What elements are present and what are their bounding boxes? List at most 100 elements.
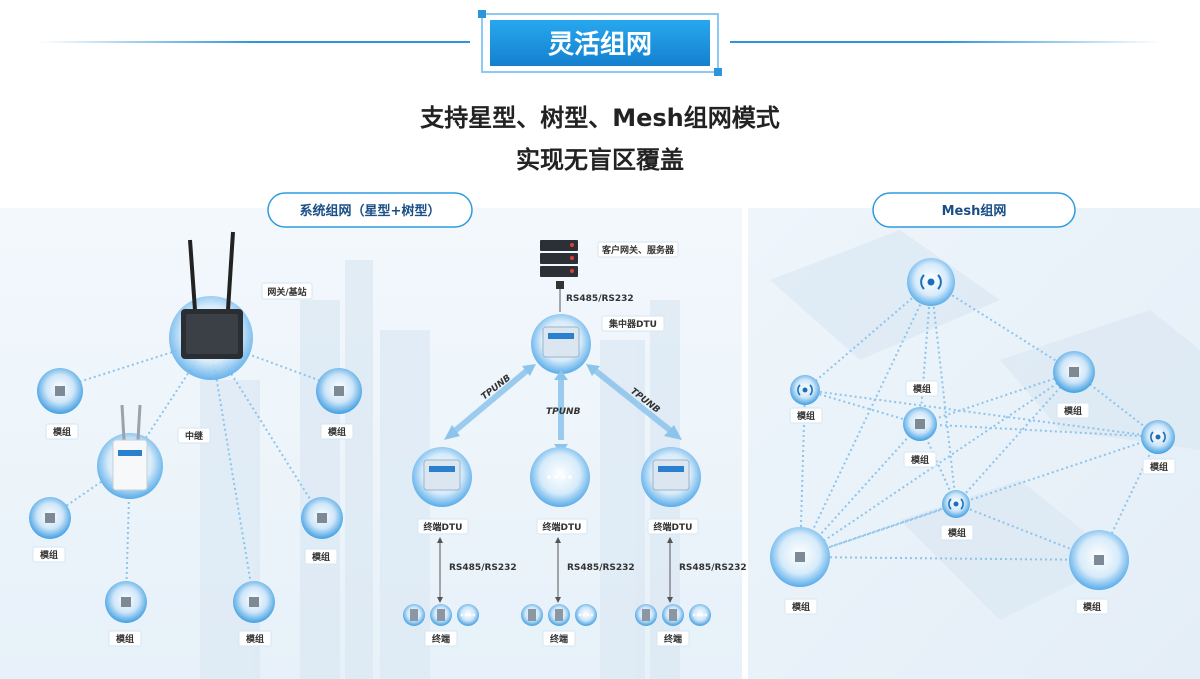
chip-icon (1069, 367, 1079, 377)
concentrator-node (531, 314, 591, 374)
terminal-tag: 终端 (656, 630, 690, 647)
module-node (316, 368, 362, 414)
connector-icon (556, 281, 564, 289)
meter-icon (410, 609, 418, 621)
concentrator-tag: 集中器DTU (601, 315, 665, 332)
wireless-icon (953, 501, 959, 507)
chip-icon (795, 552, 805, 562)
module-node (301, 497, 343, 539)
mesh-node (1141, 420, 1175, 454)
chip-icon (334, 386, 344, 396)
chip-icon (317, 513, 327, 523)
gateway-node (169, 231, 253, 380)
module-tag: 模组 (789, 407, 823, 424)
module-tag: 模组 (320, 423, 354, 440)
terminal-dtu-label: 终端DTU (653, 521, 693, 533)
module-label: 模组 (312, 551, 330, 563)
meter-icon (669, 609, 677, 621)
module-label: 模组 (53, 426, 71, 438)
module-tag: 模组 (903, 451, 937, 468)
module-label: 模组 (1083, 601, 1101, 613)
module-label: 模组 (792, 601, 810, 613)
terminal-dtu-node (530, 447, 590, 507)
module-tag: 模组 (784, 598, 818, 615)
ellipsis-icon (547, 475, 551, 479)
meter-icon (528, 609, 536, 621)
subtitle-line-2: 实现无盲区覆盖 (516, 146, 684, 174)
module-tag: 模组 (1075, 598, 1109, 615)
chip-icon (121, 597, 131, 607)
module-tag: 模组 (940, 524, 974, 541)
relay-node (97, 404, 163, 499)
terminal-label: 终端 (549, 633, 568, 645)
left-section-pill: 系统组网（星型+树型） (267, 192, 473, 228)
dtu-device-icon (423, 459, 461, 491)
terminal-link-arrows (437, 537, 673, 603)
gateway-label: 网关/基站 (267, 286, 306, 298)
terminal-group-3 (635, 604, 711, 626)
module-node (37, 368, 83, 414)
meter-icon (555, 609, 563, 621)
terminal-links (439, 540, 671, 600)
terminal-tag: 终端 (424, 630, 458, 647)
mesh-node (770, 527, 830, 587)
gateway-tag: 网关/基站 (261, 282, 313, 300)
terminal-link-label: RS485/RS232 (679, 563, 747, 573)
mesh-links (799, 281, 1159, 561)
relay-label: 中继 (185, 430, 203, 442)
terminal-dtu-tag: 终端DTU (417, 518, 469, 535)
terminal-group-2 (521, 604, 597, 626)
module-label: 模组 (913, 383, 931, 395)
terminal-dtu-node (412, 447, 472, 507)
meter-icon (642, 609, 650, 621)
module-label: 模组 (328, 426, 346, 438)
terminal-dtu-node (641, 447, 701, 507)
wireless-icon (1155, 434, 1161, 440)
module-node (105, 581, 147, 623)
title-banner: 灵活组网 (478, 10, 722, 76)
relay-device-icon (112, 439, 148, 491)
mesh-node (1053, 351, 1095, 393)
arrow-heads (444, 364, 682, 454)
chip-icon (55, 386, 65, 396)
tpunb-links (448, 365, 678, 440)
right-section-pill: Mesh组网 (872, 192, 1076, 228)
tpunb-label-center: TPUNB (546, 407, 581, 417)
module-tag: 模组 (45, 423, 79, 440)
module-tag: 模组 (1142, 458, 1176, 475)
chip-icon (249, 597, 259, 607)
terminal-tag: 终端 (542, 630, 576, 647)
chip-icon (915, 419, 925, 429)
terminal-dtu-tag: 终端DTU (647, 518, 699, 535)
wireless-icon (802, 387, 808, 393)
module-tag: 模组 (32, 546, 66, 563)
server-label: 客户网关、服务器 (601, 244, 675, 256)
header-rule-left (40, 41, 470, 43)
mesh-node (790, 375, 820, 405)
server-tag: 客户网关、服务器 (597, 241, 679, 258)
terminal-group-1 (403, 604, 479, 626)
header-rule-right (730, 41, 1160, 43)
terminal-label: 终端 (663, 633, 682, 645)
module-node (29, 497, 71, 539)
module-label: 模组 (797, 410, 815, 422)
dtu-device-icon (652, 459, 690, 491)
module-label: 模组 (911, 454, 929, 466)
main-title: 灵活组网 (548, 29, 652, 60)
mesh-node (1069, 530, 1129, 590)
chip-icon (45, 513, 55, 523)
server-link-label: RS485/RS232 (566, 294, 634, 304)
terminal-label: 终端 (431, 633, 450, 645)
dtu-device-icon (542, 326, 580, 358)
wireless-icon (927, 278, 935, 286)
mesh-node-top (907, 258, 955, 306)
terminal-dtu-label: 终端DTU (542, 521, 582, 533)
server-node (540, 240, 578, 277)
module-tag: 模组 (108, 630, 142, 647)
chip-icon (1094, 555, 1104, 565)
terminal-dtu-tag: 终端DTU (536, 518, 588, 535)
mesh-node (942, 490, 970, 518)
right-section-title: Mesh组网 (942, 203, 1007, 219)
